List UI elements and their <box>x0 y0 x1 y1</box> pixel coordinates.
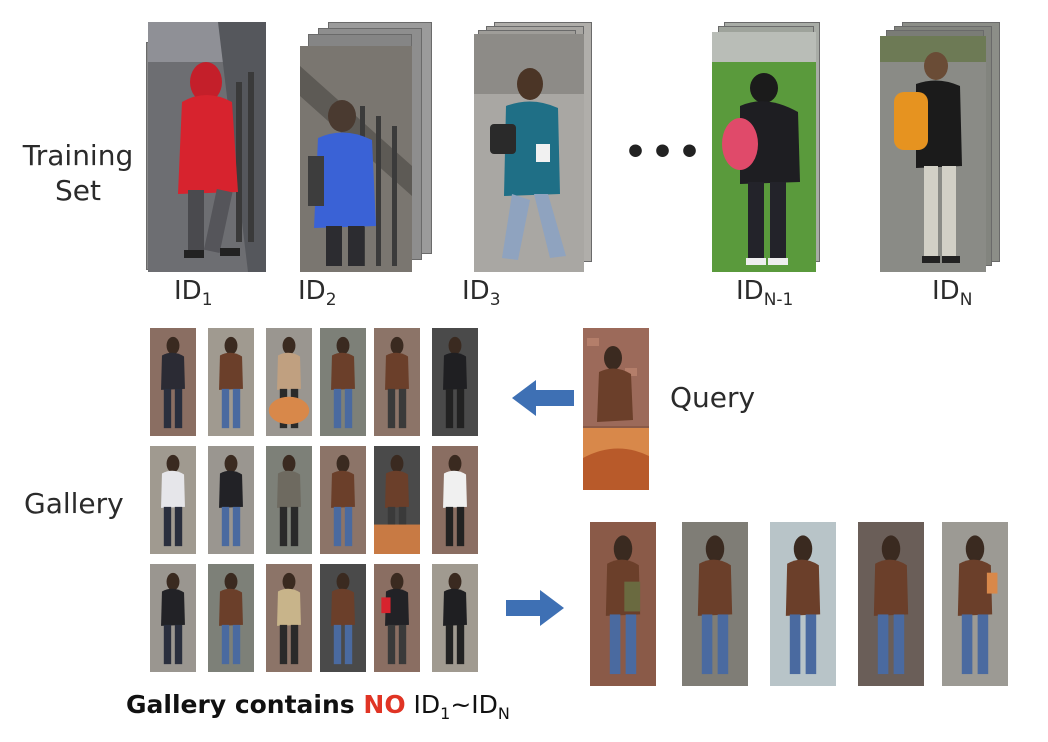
gallery-image-r3-c6 <box>432 564 478 672</box>
gallery-image-r3-c5 <box>374 564 420 672</box>
caption-part1: Gallery contains <box>126 690 364 719</box>
gallery-image-r2-c6 <box>432 446 478 554</box>
gallery-image-r2-c2 <box>208 446 254 554</box>
gallery-image-r1-c6 <box>432 328 478 436</box>
training-set-label-line1: Training <box>22 139 134 172</box>
training-set-label: Training Set <box>18 138 138 208</box>
gallery-image-r1-c2 <box>208 328 254 436</box>
result-image-1 <box>590 522 656 686</box>
gallery-image-r1-c1 <box>150 328 196 436</box>
training-image-id1 <box>148 22 266 272</box>
query-image <box>583 328 649 490</box>
gallery-image-r3-c3 <box>266 564 312 672</box>
id-label-n-1: IDN-1 <box>736 276 794 310</box>
arrow-right-icon <box>506 590 564 626</box>
arrow-left-icon <box>512 380 574 416</box>
gallery-image-r2-c1 <box>150 446 196 554</box>
result-image-3 <box>770 522 836 686</box>
gallery-image-r2-c4 <box>320 446 366 554</box>
training-stack-id1 <box>146 22 268 272</box>
query-label: Query <box>670 381 756 414</box>
training-stack-id3 <box>474 22 592 272</box>
gallery-image-r2-c3 <box>266 446 312 554</box>
result-image-2 <box>682 522 748 686</box>
training-stack-id2 <box>300 22 432 272</box>
gallery-image-r1-c4 <box>320 328 366 436</box>
result-image-5 <box>942 522 1008 686</box>
gallery-image-r1-c5 <box>374 328 420 436</box>
ellipsis-separator: ••• <box>624 132 706 173</box>
id-label-3: ID3 <box>462 276 501 310</box>
training-image-idn <box>880 36 986 272</box>
gallery-image-r3-c2 <box>208 564 254 672</box>
gallery-image-r3-c1 <box>150 564 196 672</box>
caption-no: NO <box>363 690 406 719</box>
training-set-label-line2: Set <box>55 174 101 207</box>
gallery-image-r1-c3 <box>266 328 312 436</box>
id-label-1: ID1 <box>174 276 213 310</box>
training-image-id2 <box>300 46 412 272</box>
gallery-image-r2-c5 <box>374 446 420 554</box>
training-stack-idn-1 <box>712 22 820 272</box>
result-image-4 <box>858 522 924 686</box>
training-image-idn-1 <box>712 32 816 272</box>
training-image-id3 <box>474 34 584 272</box>
gallery-caption: Gallery contains NO ID1~IDN <box>126 690 510 723</box>
training-stack-idn <box>880 22 1002 272</box>
caption-part2: ID <box>405 690 441 719</box>
id-label-2: ID2 <box>298 276 337 310</box>
id-label-n: IDN <box>932 276 973 310</box>
gallery-label: Gallery <box>24 487 124 520</box>
gallery-image-r3-c4 <box>320 564 366 672</box>
